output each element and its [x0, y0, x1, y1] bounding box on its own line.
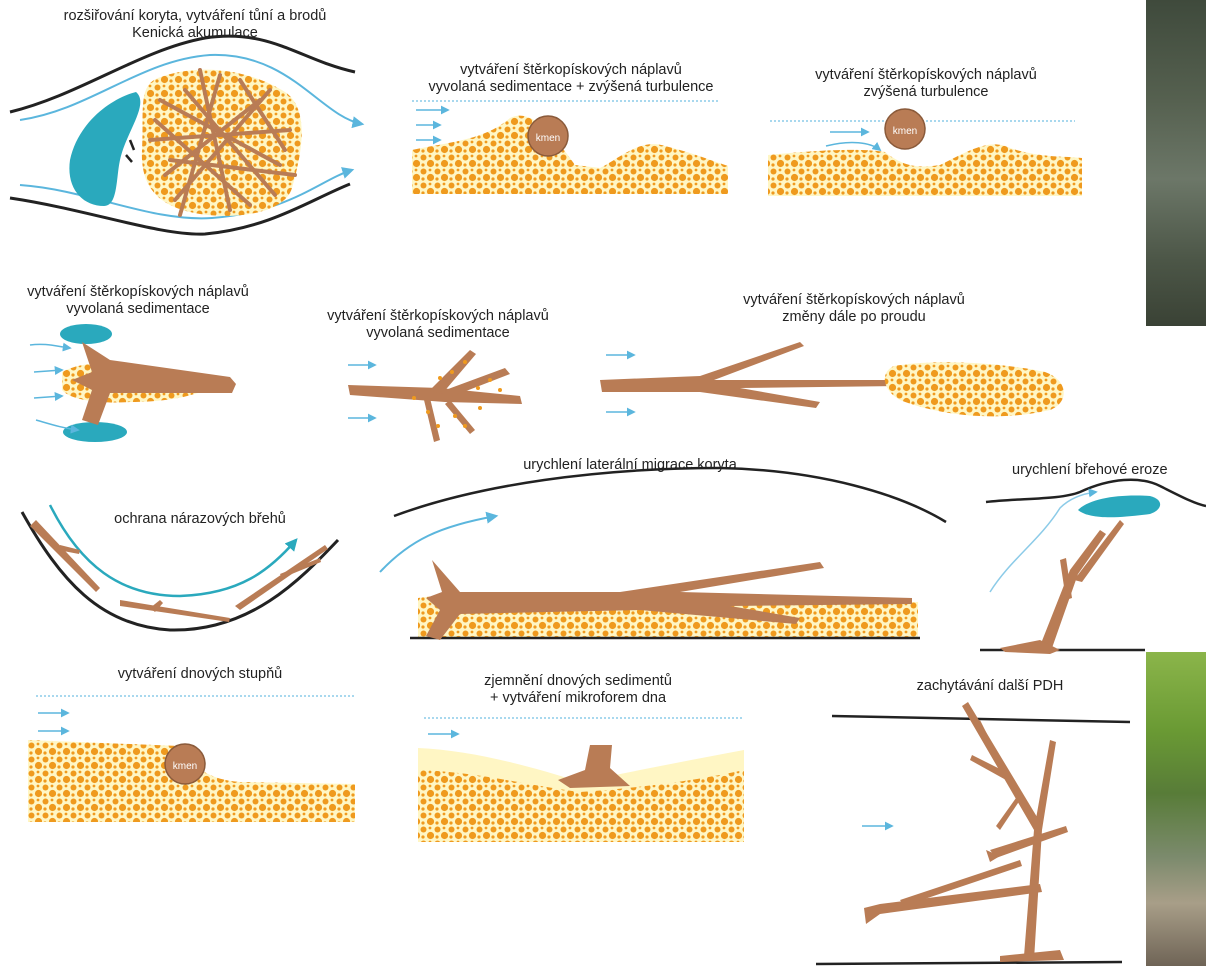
caption-induced-sedimentation-1: vytváření štěrkopískových náplavů vyvola… — [0, 284, 276, 318]
panel-capturing-wood — [816, 702, 1130, 964]
caption-line: vyvolaná sedimentace + zvýšená turbulenc… — [400, 79, 742, 96]
pool-lower — [63, 422, 127, 442]
caption-downstream-changes: vytváření štěrkopískových náplavů změny … — [716, 292, 992, 326]
caption-line: + vytváření mikroforem dna — [440, 690, 716, 707]
trunk-label: kmen — [893, 126, 917, 137]
flow-arrow — [30, 344, 70, 348]
water-surface-top — [832, 716, 1130, 722]
caption-line: vyvolaná sedimentace — [0, 301, 276, 318]
flow-arrow — [34, 396, 62, 398]
tree-with-rootwad — [72, 342, 236, 425]
pool-shape — [69, 92, 140, 206]
log-jam — [864, 702, 1068, 962]
flow-arrow-curved — [826, 143, 880, 150]
caption-line: zachytávání další PDH — [880, 678, 1100, 695]
caption-bar-turbulence: vytváření štěrkopískových náplavů zvýšen… — [780, 67, 1072, 101]
flow-arrow-curved — [380, 516, 496, 572]
caption-bar-sedimentation-turbulence: vytváření štěrkopískových náplavů vyvola… — [400, 62, 742, 96]
photo-river-upper — [1146, 0, 1206, 326]
caption-line: urychlení laterální migrace koryta — [480, 457, 780, 474]
caption-line: ochrana nárazových břehů — [100, 511, 300, 528]
panel-bar-induced-sedimentation-1 — [30, 324, 236, 442]
bank-marks — [126, 140, 134, 162]
channel-bank-outer — [394, 468, 946, 522]
erosion-pool — [1078, 496, 1160, 518]
gravel-bar — [768, 144, 1082, 196]
caption-bank-protection: ochrana nárazových břehů — [100, 511, 300, 528]
panel-bar-turbulence: kmen — [768, 109, 1082, 196]
bed-line — [816, 962, 1122, 964]
protective-trees — [30, 520, 328, 622]
flow-arrow — [34, 370, 62, 372]
caption-line: změny dále po proudu — [716, 309, 992, 326]
caption-line: zvýšená turbulence — [780, 84, 1072, 101]
caption-line: vytváření štěrkopískových náplavů — [0, 284, 276, 301]
gravel-bar — [412, 116, 728, 194]
panel-bed-steps: kmen — [28, 696, 355, 822]
flow-arrow — [36, 420, 78, 430]
panel-bank-erosion — [980, 480, 1206, 654]
caption-line: Kenická akumulace — [20, 25, 370, 42]
panel-bar-sedimentation-turbulence: kmen — [412, 101, 728, 194]
panel-fine-sediments — [418, 718, 744, 842]
panel-channel-widening — [10, 36, 362, 234]
caption-line: vytváření štěrkopískových náplavů — [300, 308, 576, 325]
caption-capturing-wood: zachytávání další PDH — [880, 678, 1100, 695]
standing-tree — [1000, 520, 1124, 654]
caption-induced-sedimentation-2: vytváření štěrkopískových náplavů vyvola… — [300, 308, 576, 342]
caption-bank-erosion: urychlení břehové eroze — [1012, 462, 1206, 479]
caption-line: vytváření dnových stupňů — [80, 666, 320, 683]
caption-line: zjemnění dnových sedimentů — [440, 673, 716, 690]
photo-river-lower — [1146, 652, 1206, 966]
caption-line: vytváření štěrkopískových náplavů — [716, 292, 992, 309]
caption-widening: rozšiřování koryta, vytváření tůní a bro… — [20, 8, 370, 42]
panel-lateral-migration — [380, 468, 946, 640]
trunk-label: kmen — [536, 133, 560, 144]
caption-line: urychlení břehové eroze — [1012, 462, 1206, 479]
caption-lateral-migration: urychlení laterální migrace koryta — [480, 457, 780, 474]
caption-line: rozšiřování koryta, vytváření tůní a bro… — [20, 8, 370, 25]
fallen-tree — [600, 342, 902, 408]
caption-line: vyvolaná sedimentace — [300, 325, 576, 342]
gravel-accumulation — [142, 70, 302, 216]
panel-downstream-changes — [600, 342, 1064, 416]
stump — [558, 745, 630, 788]
caption-line: vytváření štěrkopískových náplavů — [400, 62, 742, 79]
pool-upper — [60, 324, 112, 344]
gravel-deposit — [885, 362, 1064, 416]
caption-fine-sediments: zjemnění dnových sedimentů + vytváření m… — [440, 673, 716, 707]
panel-bar-induced-sedimentation-2 — [348, 350, 522, 442]
caption-line: vytváření štěrkopískových náplavů — [780, 67, 1072, 84]
caption-bed-steps: vytváření dnových stupňů — [80, 666, 320, 683]
trunk-label: kmen — [173, 761, 197, 772]
branched-tree — [348, 350, 522, 442]
